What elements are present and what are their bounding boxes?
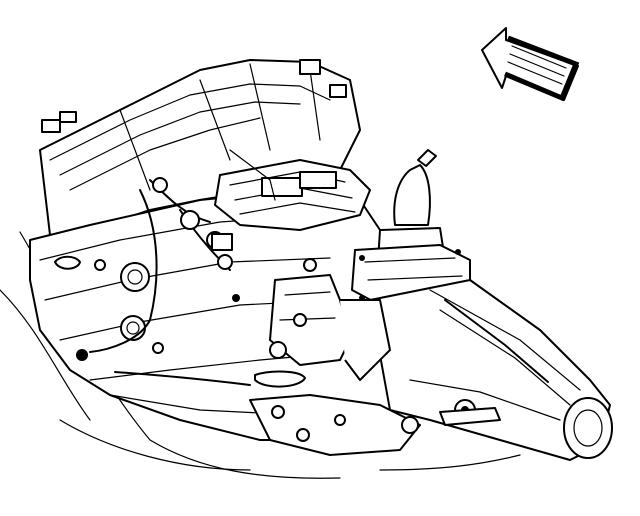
wiring-harness [76, 149, 276, 361]
extension-housing [369, 279, 613, 461]
direction-arrow-icon [481, 27, 580, 102]
bell-housing [39, 59, 361, 236]
top-cover [214, 159, 371, 231]
lower-case [114, 371, 501, 456]
linkage-bracket [254, 258, 391, 388]
